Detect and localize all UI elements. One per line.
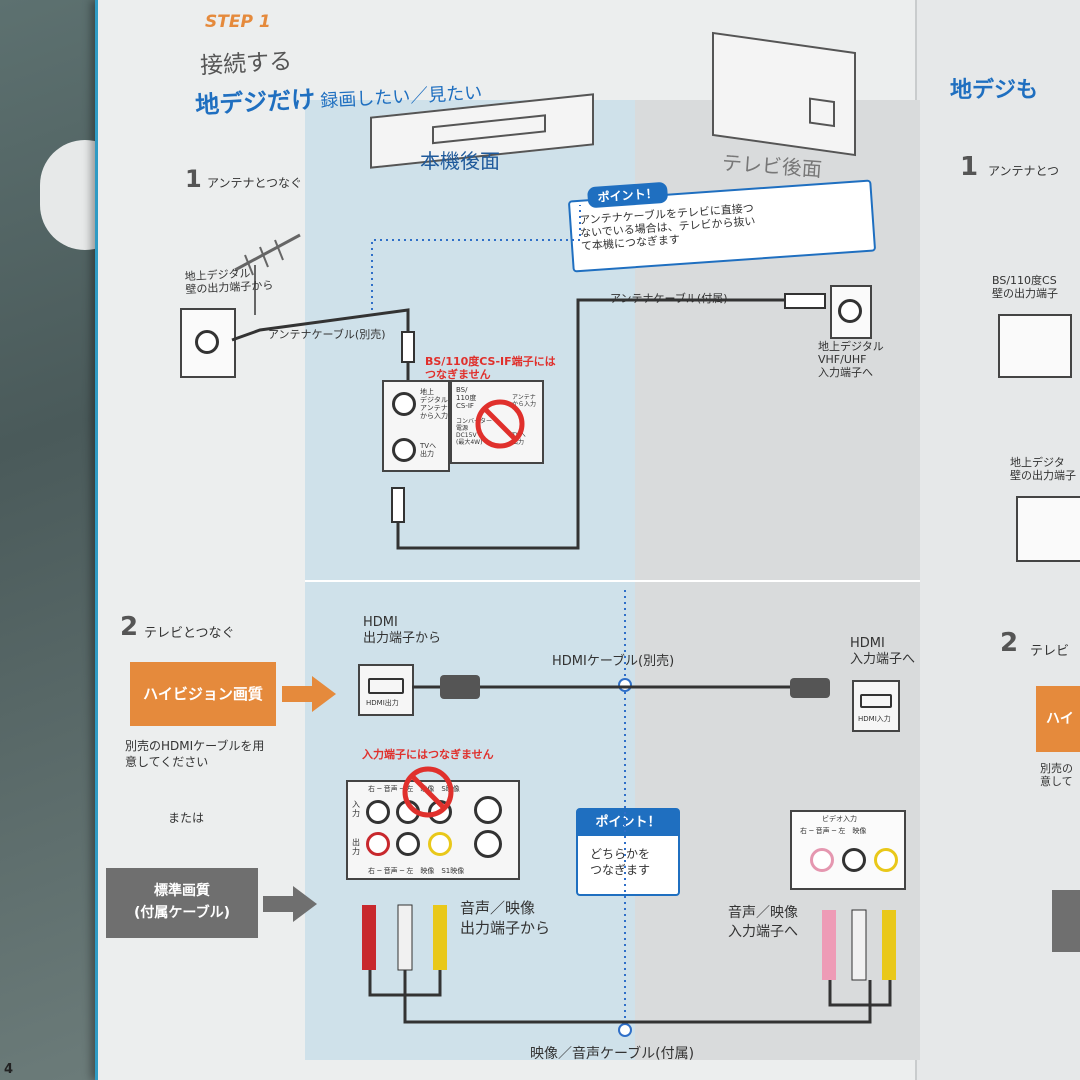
recorder-column-heading: 本機後面: [420, 149, 500, 173]
wall-outlet: [180, 308, 236, 378]
ant-in-label-2: アンテナ から入力: [512, 394, 537, 408]
panel-top-label: 右 ─ 音声 ─ 左 映像 S映像: [368, 785, 460, 793]
right-section1-heading: アンテナとつ: [988, 164, 1060, 178]
right-standard-button: [1052, 890, 1080, 952]
av-out-label: 音声／映像 出力端子から: [460, 899, 551, 937]
tv-av-panel: ビデオ入力 右 ─ 音声 ─ 左 映像: [790, 810, 906, 890]
av-in-label: 音声／映像 入力端子へ: [728, 905, 798, 940]
right-wall-outlet-terrestrial: [1016, 496, 1080, 562]
right-section1-number: 1: [960, 152, 979, 182]
tv-antenna-jack-icon: [838, 299, 862, 323]
s-video-out-jack-icon: [474, 830, 502, 858]
section2-number: 2: [120, 612, 139, 642]
recorder-antenna-panel: 地上 デジタル アンテナ から入力 TVへ 出力: [382, 380, 450, 472]
hdmi-port-icon: [368, 678, 404, 694]
tv-antenna-input-label: 地上デジタル VHF/UHF 入力端子へ: [818, 340, 884, 379]
s-video-in-jack-icon: [474, 796, 502, 824]
tv-out-jack-icon: [392, 438, 416, 462]
tv-out-label: TVへ 出力: [420, 442, 437, 458]
panel-out-label: 出 力: [352, 838, 360, 856]
point-callout-either: ポイント！ どちらかを つなぎます: [576, 808, 680, 896]
tv-panel-title: ビデオ入力: [822, 815, 857, 823]
tv-audio-right-jack-icon: [810, 848, 834, 872]
audio-out-left-jack-icon: [396, 832, 420, 856]
tv-panel-sub: 右 ─ 音声 ─ 左 映像: [800, 827, 867, 835]
bs-warning-text: BS/110度CS-IF端子には つなぎません: [425, 355, 556, 381]
no-entry-icon: [475, 399, 525, 449]
or-text: または: [168, 811, 205, 825]
hdmi-out-label: HDMI 出力端子から: [363, 615, 442, 646]
step-label: STEP 1: [205, 12, 271, 32]
section-divider: [305, 580, 920, 582]
hdmi-out-port-label: HDMI出力: [366, 699, 399, 707]
tv-antenna-input: [830, 285, 872, 339]
right-wall-bs-label: BS/110度CS 壁の出力端子: [992, 274, 1058, 300]
hdmi-in-port: HDMI入力: [852, 680, 900, 732]
right-section2-heading: テレビ: [1030, 644, 1070, 659]
standard-quality-button: 標準画質 (付属ケーブル): [106, 868, 258, 938]
sd-arrow-icon: [263, 886, 317, 922]
antenna-cable-sold-label: アンテナケーブル(別売): [268, 328, 386, 341]
section1-heading: アンテナとつなぐ: [207, 176, 303, 190]
audio-out-right-jack-icon: [366, 832, 390, 856]
right-wall-outlet-bs: [998, 314, 1072, 378]
hd-note: 別売のHDMIケーブルを用 意してください: [125, 739, 265, 769]
video-out-jack-icon: [428, 832, 452, 856]
point-badge: ポイント！: [578, 810, 678, 836]
antenna-icon: [234, 233, 301, 315]
antenna-in-label: 地上 デジタル アンテナ から入力: [420, 388, 448, 420]
panel-in-label: 入 力: [352, 800, 360, 818]
power-label: コンバーター 電源 DC15V (最大4W): [456, 418, 493, 446]
hd-quality-button: ハイビジョン画質: [130, 662, 276, 726]
right-note: 別売の 意して: [1040, 762, 1073, 788]
hd-arrow-icon: [282, 676, 336, 712]
hdmi-port-icon: [860, 694, 892, 708]
hdmi-in-label: HDMI 入力端子へ: [850, 636, 916, 667]
panel-bottom-label: 右 ─ 音声 ─ 左 映像 S1映像: [368, 867, 465, 875]
antenna-in-jack-icon: [392, 392, 416, 416]
page-number: 4: [4, 1062, 14, 1077]
section2-heading: テレビとつなぐ: [144, 626, 235, 641]
hdmi-cable-label: HDMIケーブル(別売): [552, 654, 675, 669]
input-warning-text: 入力端子にはつなぎません: [362, 748, 494, 761]
right-wall-terrestrial-label: 地上デジタ 壁の出力端子: [1010, 456, 1076, 482]
right-page-title: 地デジも: [950, 78, 1039, 103]
section1-number: 1: [185, 165, 202, 193]
tv-audio-left-jack-icon: [842, 848, 866, 872]
no-entry-icon: [402, 766, 454, 818]
av-cable-label: 映像／音声ケーブル(付属): [530, 1046, 695, 1062]
hdmi-out-port: HDMI出力: [358, 664, 414, 716]
point-text: どちらかを つなぎます: [590, 847, 651, 877]
right-hd-button: ハイ: [1036, 686, 1080, 752]
right-section2-number: 2: [1000, 628, 1019, 658]
wall-jack-icon: [195, 330, 219, 354]
tv-video-jack-icon: [874, 848, 898, 872]
bs-port-label: BS/ 110度 CS-IF: [456, 386, 477, 410]
audio-in-right-jack-icon: [366, 800, 390, 824]
hdmi-in-port-label: HDMI入力: [858, 715, 891, 723]
